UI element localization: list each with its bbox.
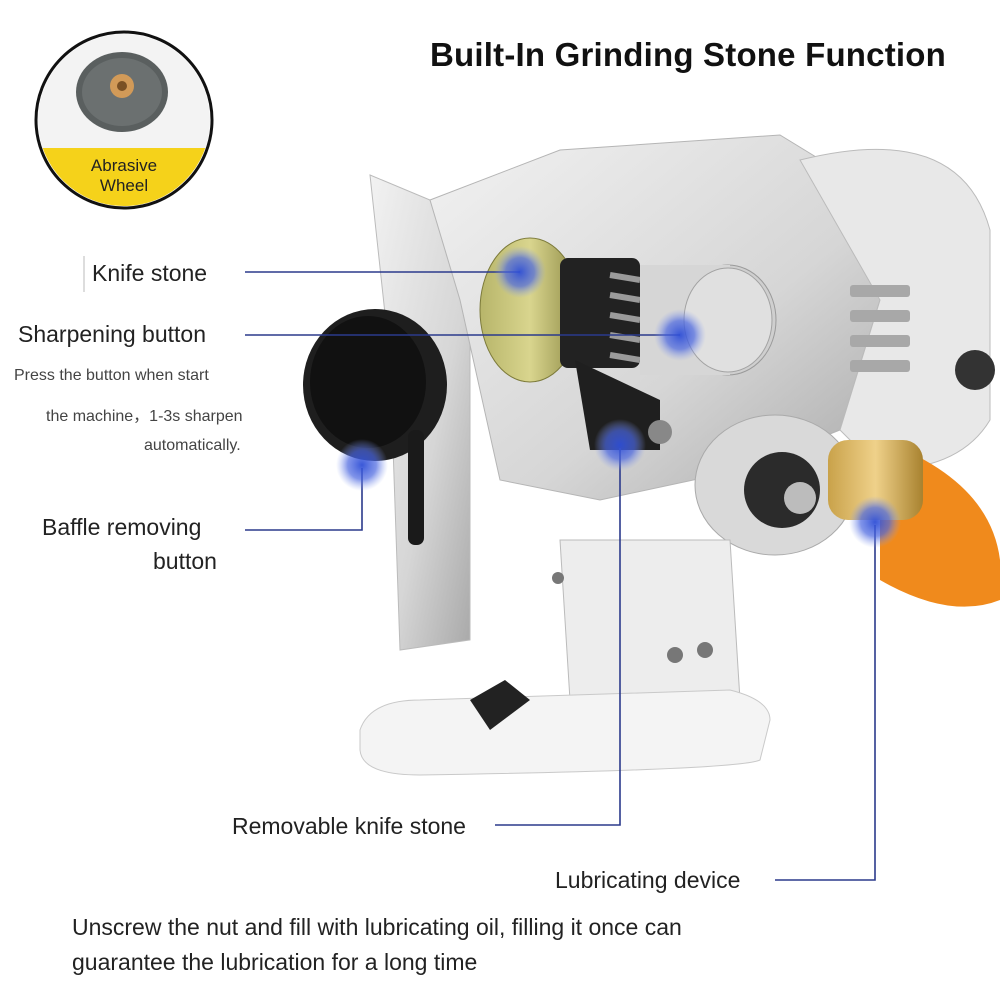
footer-line-2: guarantee the lubrication for a long tim… bbox=[72, 949, 478, 975]
page-title: Built-In Grinding Stone Function bbox=[430, 36, 946, 73]
abrasive-wheel-badge bbox=[34, 30, 214, 210]
sharpening-button-marker bbox=[654, 309, 706, 361]
sharpening-note-line-3: automatically. bbox=[144, 437, 241, 454]
sharpening-note-line-1: Press the button when start bbox=[14, 367, 209, 384]
sharpening-note-line-2: the machine，1-3s sharpen bbox=[46, 408, 243, 425]
removable-knife-stone-label: Removable knife stone bbox=[232, 813, 466, 839]
badge-line-2: Wheel bbox=[99, 176, 149, 195]
lubricating-device-label: Lubricating device bbox=[555, 867, 741, 893]
baffle-label-line-1: Baffle removing bbox=[42, 514, 202, 540]
removable-stone-marker bbox=[594, 419, 646, 471]
machine-body bbox=[359, 134, 1000, 776]
lubricating-device-marker bbox=[849, 496, 901, 548]
baffle-button-marker bbox=[336, 439, 388, 491]
knife-stone-label: Knife stone bbox=[92, 260, 208, 286]
footer-line-1: Unscrew the nut and fill with lubricatin… bbox=[72, 914, 682, 940]
sharpening-button-label: Sharpening button bbox=[18, 321, 206, 347]
knife-stone-wheel bbox=[479, 237, 777, 450]
leader-lines bbox=[245, 271, 876, 881]
callout-markers bbox=[336, 246, 901, 548]
badge-line-1: Abrasive bbox=[90, 156, 158, 175]
abrasive-wheel-label: Abrasive Wheel bbox=[34, 156, 214, 196]
baffle-label-line-2: button bbox=[153, 548, 217, 574]
baffle-knob bbox=[303, 309, 447, 545]
knife-stone-marker bbox=[494, 246, 546, 298]
